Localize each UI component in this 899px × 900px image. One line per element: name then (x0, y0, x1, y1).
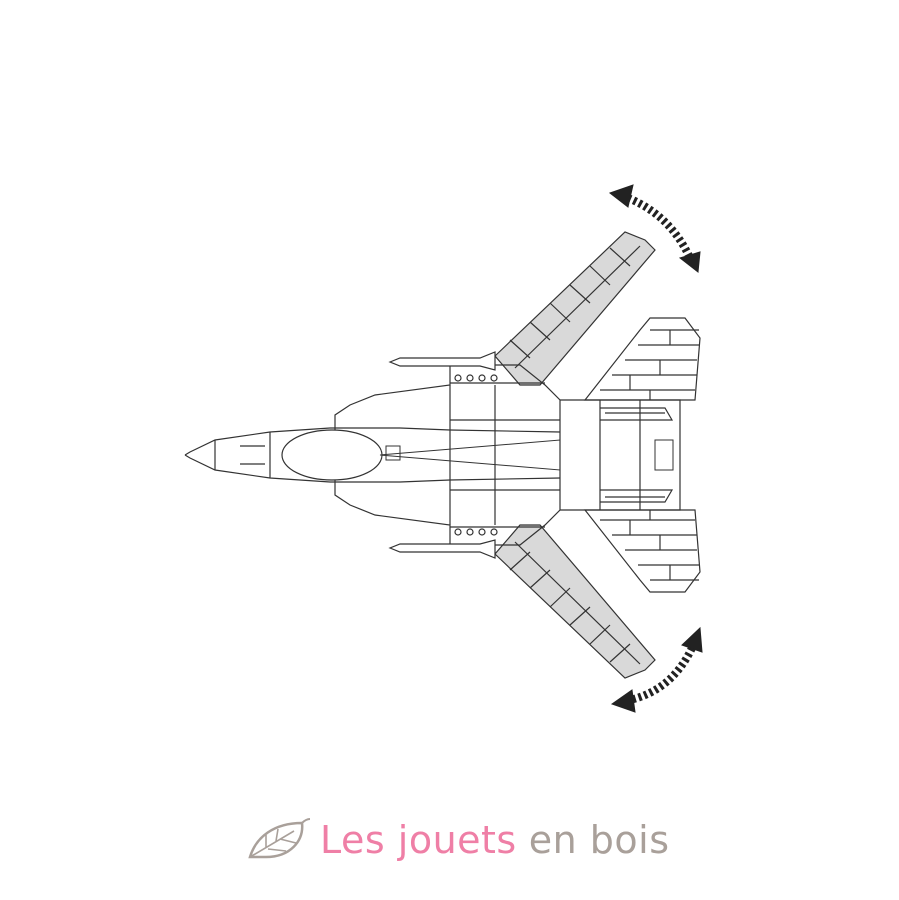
logo-text-grey: en bois (528, 818, 670, 862)
leaf-icon (248, 818, 310, 859)
rotate-arrow-top-icon (608, 184, 701, 273)
brand-logo: Les jouets en bois (246, 815, 670, 865)
rotate-arrow-bottom-icon (610, 626, 703, 713)
canopy (281, 429, 383, 481)
logo-text-pink: Les jouets (320, 818, 517, 862)
